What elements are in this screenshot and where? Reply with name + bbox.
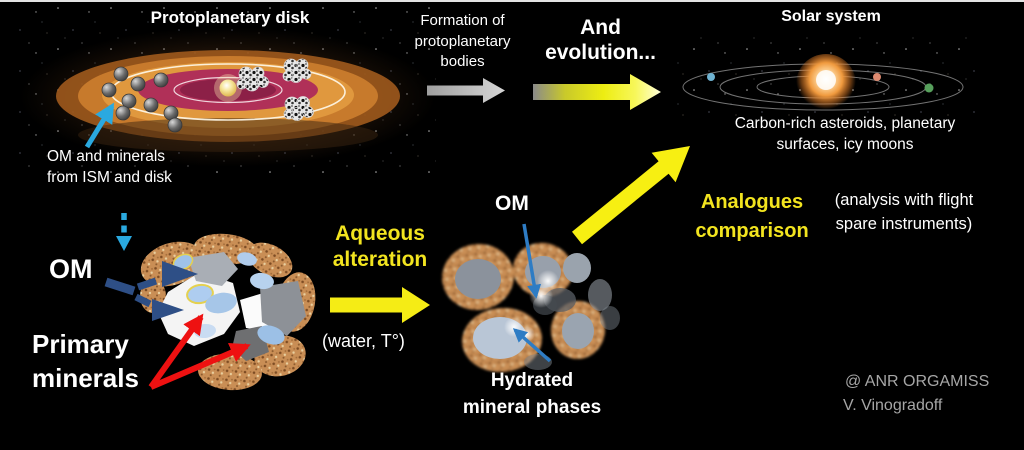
- credit-author: V. Vinogradoff: [843, 397, 943, 414]
- gray-right-arrow-icon: [427, 78, 505, 103]
- aqueous-alteration-label: Aqueous alteration: [332, 222, 428, 272]
- solar-system-title: Solar system: [781, 8, 881, 25]
- water-temperature-label: (water, T°): [322, 331, 405, 351]
- mineral-grains: [158, 252, 306, 361]
- hydrated-mineral-phases-label: Hydrated mineral phases: [462, 370, 602, 418]
- aggregate-clusters: [236, 58, 314, 121]
- top-edge-line: [0, 0, 1024, 2]
- analogues-comparison-label: Analogues comparison: [695, 191, 809, 242]
- cyan-up-arrow-icon: [84, 102, 115, 149]
- om-minerals-label: OM and minerals from ISM and disk: [47, 148, 172, 187]
- dust-grain-dots: [101, 66, 183, 133]
- altered-rock-illustration: [442, 242, 620, 373]
- protoplanetary-disk-title: Protoplanetary disk: [150, 8, 310, 27]
- hydrated-cores: [455, 256, 620, 370]
- analysis-instruments-label: (analysis with flight spare instruments): [834, 191, 974, 233]
- big-yellow-arrow-icon: [572, 146, 690, 245]
- blue-om-arrow-icon: [522, 223, 542, 299]
- credit-anr-orgamiss: @ ANR ORGAMISS: [845, 373, 990, 390]
- central-star: [219, 79, 237, 97]
- formation-label: Formation of protoplanetary bodies: [414, 12, 511, 71]
- red-planet: [873, 73, 881, 81]
- blue-planet: [707, 73, 715, 81]
- primary-rock-illustration: [104, 233, 316, 391]
- blue-hydrated-arrow-icon: [512, 328, 552, 363]
- navy-om-arrow-icon: [104, 261, 198, 321]
- cyan-dashed-down-arrow-icon: [116, 213, 132, 251]
- solar-system-illustration: [674, 34, 976, 118]
- red-primary-minerals-arrow-icon: [148, 313, 251, 390]
- evolution-gradient-arrow-icon: [533, 74, 661, 110]
- gray-knob: [563, 253, 591, 283]
- om-left-label: OM: [49, 254, 93, 284]
- green-planet: [924, 83, 934, 93]
- solar-system-caption: Carbon-rich asteroids, planetary surface…: [734, 115, 956, 153]
- evolution-label: And evolution...: [545, 16, 656, 65]
- primary-minerals-label: Primary minerals: [32, 329, 139, 394]
- yellow-right-arrow-icon: [330, 287, 430, 323]
- om-mid-label: OM: [495, 192, 529, 215]
